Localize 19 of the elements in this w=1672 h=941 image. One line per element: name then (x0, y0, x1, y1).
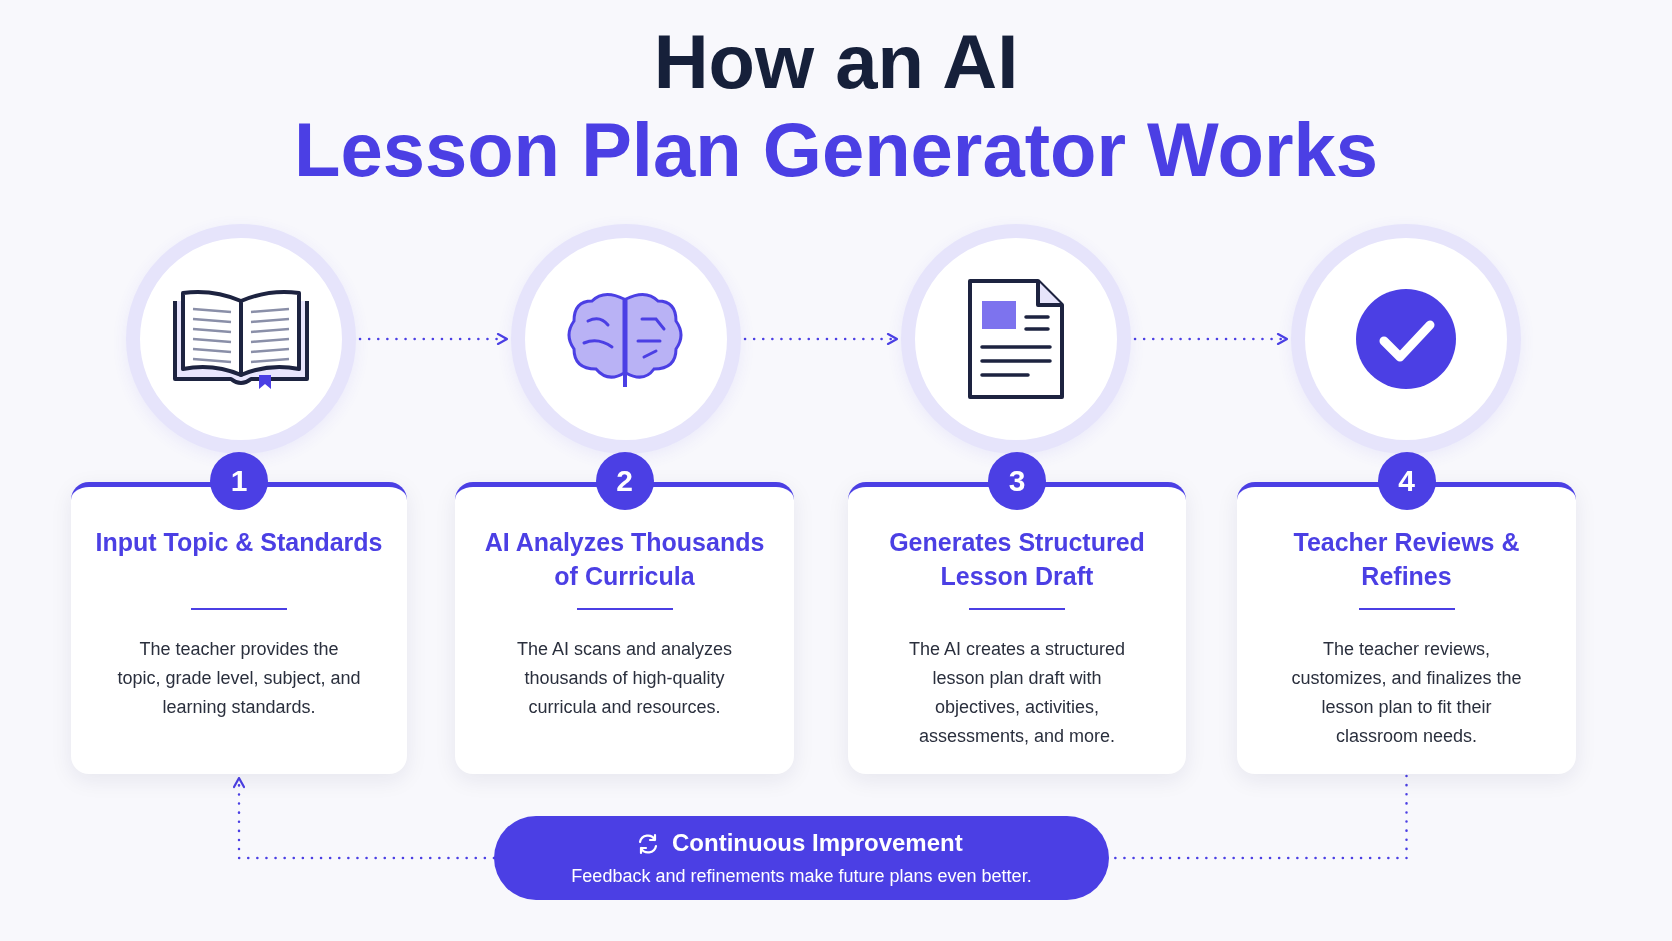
step-heading: Teacher Reviews & Refines (1292, 527, 1521, 592)
banner-heading: Continuous Improvement (672, 828, 963, 858)
step-heading: AI Analyzes Thousands of Curricula (483, 527, 766, 592)
step-description: The teacher reviews, customizes, and finalizes the lesson plan to fit their classroom needs. (1290, 638, 1523, 748)
step-number: 3 (988, 452, 1046, 510)
arrow (1133, 332, 1289, 346)
step-heading: Generates Structured Lesson Draft (888, 527, 1146, 592)
step-number: 2 (595, 452, 654, 510)
arrow (232, 776, 496, 860)
step-number: 4 (1377, 452, 1436, 510)
step-description: The AI creates a structured lesson plan draft with objectives, activities, assessments, and more. (907, 638, 1127, 748)
banner-description: Feedback and refinements make future plans even better. (570, 865, 1033, 888)
title: How an AI Lesson Plan Generator Works (292, 18, 1379, 194)
arrow (358, 332, 509, 346)
step-description: The teacher provides the topic, grade level, subject, and learning standards. (117, 638, 361, 719)
step-description: The AI scans and analyzes thousands of high-quality curricula and resources. (515, 638, 734, 719)
step-number: 1 (210, 452, 268, 510)
arrow (743, 332, 899, 346)
step-heading: Input Topic & Standards (94, 527, 384, 558)
